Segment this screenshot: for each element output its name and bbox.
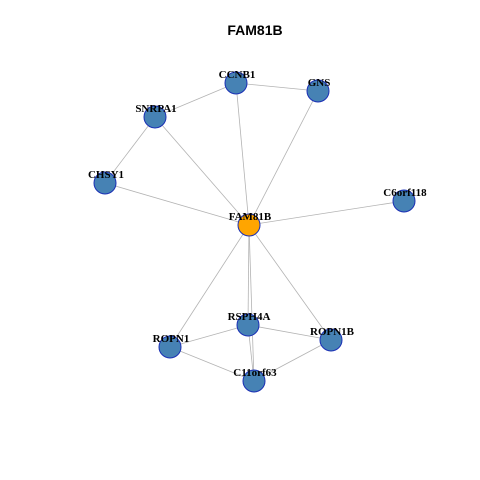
node-label-fam81b: FAM81B: [229, 211, 272, 223]
node-circle-ccnb1[interactable]: [224, 71, 248, 95]
edge-snrpa1-chsy1: [104, 116, 156, 184]
node-label-ropn1: ROPN1: [153, 333, 190, 345]
edge-fam81b-chsy1: [104, 182, 250, 226]
node-circle-gns[interactable]: [306, 79, 330, 103]
edge-rsph4a-ropn1b: [247, 324, 332, 341]
graph-title: FAM81B: [227, 22, 282, 38]
node-circle-c6orf118[interactable]: [392, 189, 416, 213]
node-c11orf63[interactable]: C11orf63: [233, 367, 277, 393]
edge-fam81b-c6orf118: [248, 200, 405, 226]
edge-ccnb1-snrpa1: [154, 82, 237, 118]
edges-layer: [104, 82, 405, 382]
edge-ropn1b-c11orf63: [253, 339, 332, 382]
node-fam81b[interactable]: FAM81B: [229, 211, 272, 237]
node-label-ccnb1: CCNB1: [219, 69, 256, 81]
node-label-chsy1: CHSY1: [88, 169, 124, 181]
node-label-snrpa1: SNRPA1: [135, 103, 176, 115]
node-rsph4a[interactable]: RSPH4A: [228, 311, 271, 337]
node-c6orf118[interactable]: C6orf118: [383, 187, 427, 213]
edge-fam81b-gns: [248, 90, 319, 226]
node-ccnb1[interactable]: CCNB1: [219, 69, 256, 95]
node-label-gns: GNS: [308, 77, 331, 89]
edge-fam81b-rsph4a: [247, 224, 250, 326]
node-snrpa1[interactable]: SNRPA1: [135, 103, 177, 129]
node-circle-ropn1[interactable]: [158, 335, 182, 359]
node-ropn1[interactable]: ROPN1: [153, 333, 190, 359]
edge-fam81b-c11orf63: [248, 224, 255, 382]
edge-fam81b-snrpa1: [154, 116, 250, 226]
node-circle-chsy1[interactable]: [93, 171, 117, 195]
edge-rsph4a-ropn1: [169, 324, 249, 348]
node-chsy1[interactable]: CHSY1: [88, 169, 124, 195]
node-label-c11orf63: C11orf63: [233, 367, 277, 379]
node-circle-fam81b[interactable]: [237, 213, 261, 237]
edge-fam81b-ropn1: [169, 224, 250, 348]
node-circle-ropn1b[interactable]: [319, 328, 343, 352]
edge-fam81b-ccnb1: [235, 82, 250, 226]
node-label-rsph4a: RSPH4A: [228, 311, 271, 323]
edge-ccnb1-gns: [235, 82, 319, 92]
node-ropn1b[interactable]: ROPN1B: [310, 326, 355, 352]
node-gns[interactable]: GNS: [306, 77, 331, 103]
node-circle-c11orf63[interactable]: [242, 369, 266, 393]
node-circle-rsph4a[interactable]: [236, 313, 260, 337]
node-label-ropn1b: ROPN1B: [310, 326, 355, 338]
edge-fam81b-ropn1b: [248, 224, 332, 341]
node-circle-snrpa1[interactable]: [143, 105, 167, 129]
edge-ropn1-c11orf63: [169, 346, 255, 382]
node-label-c6orf118: C6orf118: [383, 187, 427, 199]
